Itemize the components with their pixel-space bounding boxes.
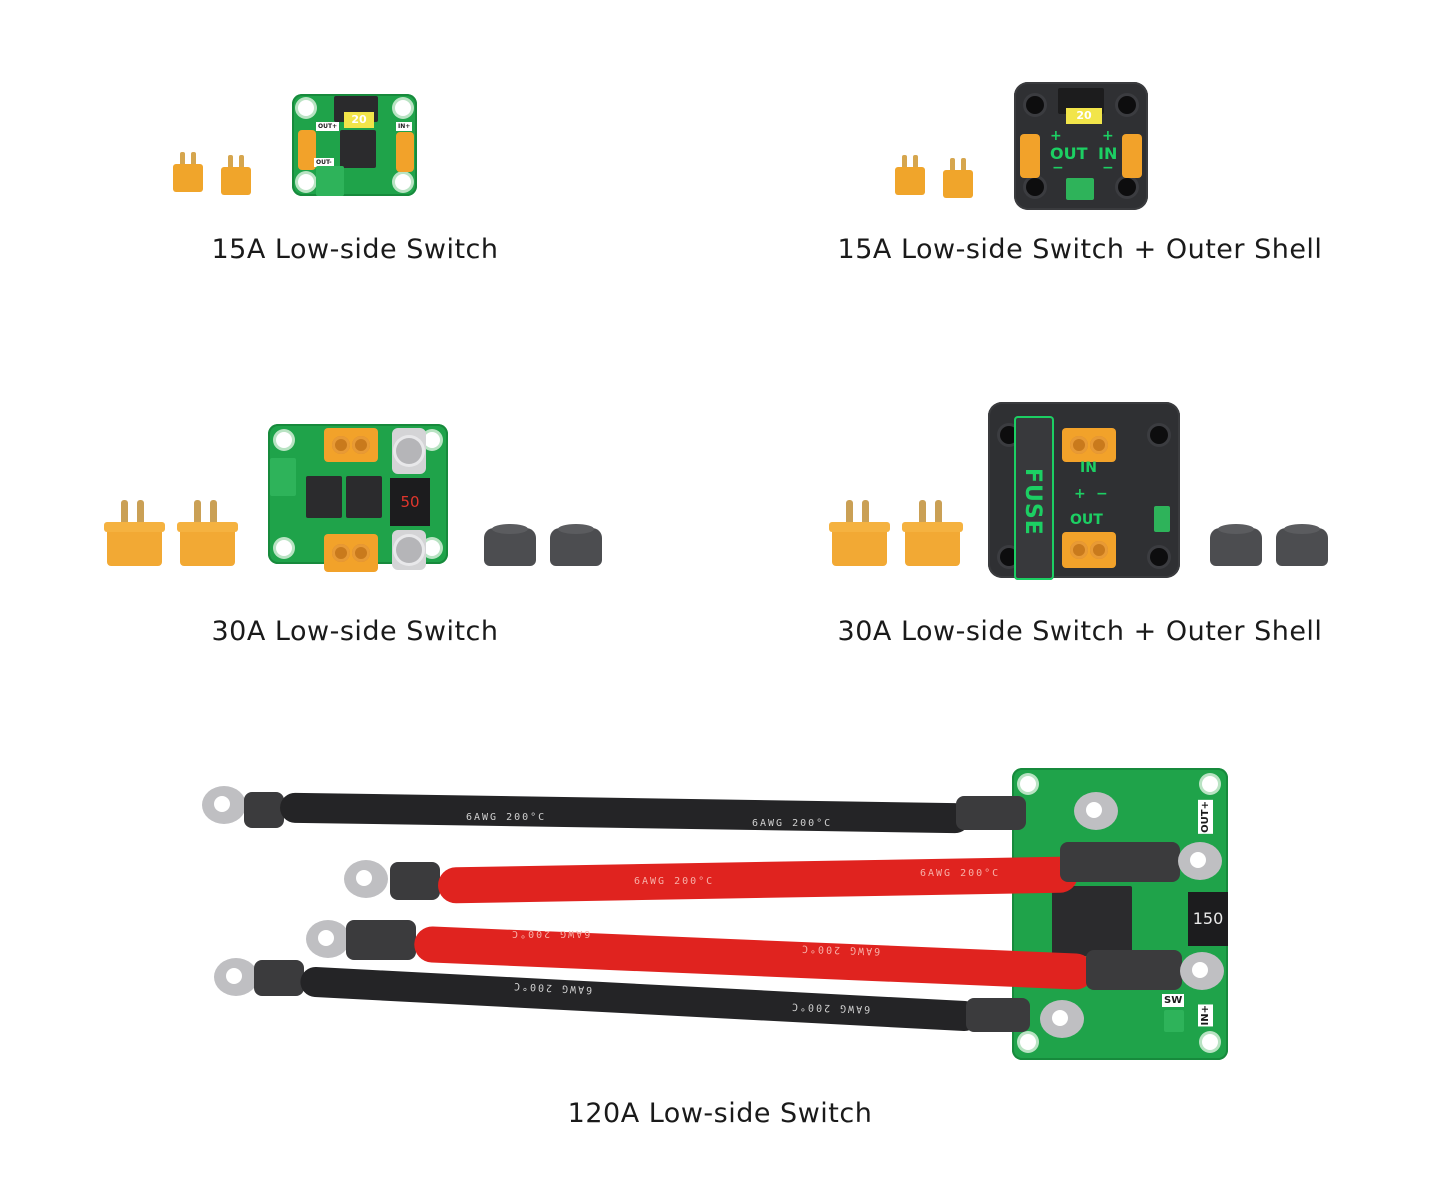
label-out-minus: OUT- bbox=[314, 158, 334, 167]
caption-30a-shell: 30A Low-side Switch + Outer Shell bbox=[837, 616, 1323, 647]
ring-lug bbox=[306, 920, 350, 958]
connector-cover bbox=[1276, 524, 1328, 566]
caption-15a-shell: 15A Low-side Switch + Outer Shell bbox=[837, 234, 1323, 265]
minus-sign: − bbox=[1102, 160, 1114, 176]
label-out-plus: OUT+ bbox=[316, 122, 340, 131]
xt30-port-in bbox=[396, 132, 414, 172]
xt30-connector bbox=[895, 155, 925, 195]
xt60-connector bbox=[104, 500, 165, 566]
xt60-port-in bbox=[1062, 428, 1116, 462]
xt30-port-out bbox=[1020, 134, 1040, 178]
screw-terminal bbox=[1066, 178, 1094, 200]
ring-lug bbox=[344, 860, 388, 898]
plus-sign: + bbox=[1102, 128, 1114, 144]
plus-sign: + bbox=[1050, 128, 1062, 144]
xt30-connector bbox=[173, 152, 203, 192]
minus-sign: − bbox=[1052, 160, 1064, 176]
label-in: IN bbox=[1098, 144, 1118, 163]
caption-15a: 15A Low-side Switch bbox=[211, 234, 499, 265]
label-in: IN bbox=[1080, 460, 1097, 476]
label-sw: SW bbox=[1162, 994, 1185, 1007]
ring-lug bbox=[214, 958, 258, 996]
outer-shell: 20 + + OUT IN − − bbox=[1014, 82, 1148, 210]
fuse: 150 bbox=[1188, 892, 1228, 946]
label-out: OUT bbox=[1070, 512, 1103, 528]
screw-terminal bbox=[1154, 506, 1170, 532]
screw-terminal bbox=[316, 166, 344, 196]
cable-label: 6AWG 200°C bbox=[920, 868, 1001, 879]
xt60-port bbox=[324, 534, 378, 572]
screw-terminal bbox=[1164, 1010, 1184, 1032]
caption-30a: 30A Low-side Switch bbox=[211, 616, 499, 647]
pcb-board: 50 bbox=[268, 424, 448, 572]
connector-cover bbox=[550, 524, 602, 566]
cable-label: 6AWG 200°C bbox=[752, 818, 833, 829]
xt30-port-out bbox=[298, 130, 316, 170]
ring-lug bbox=[1040, 1000, 1084, 1038]
ring-lug bbox=[1178, 842, 1222, 880]
label-fuse: FUSE bbox=[1020, 468, 1045, 536]
xt60-connector bbox=[829, 500, 890, 566]
ring-lug bbox=[1074, 792, 1118, 830]
xt60-port bbox=[324, 428, 378, 462]
cable-black bbox=[279, 792, 971, 834]
cable-label: 6AWG 200°C bbox=[634, 876, 715, 887]
connector-cover bbox=[484, 524, 536, 566]
fuse: 20 bbox=[1066, 108, 1102, 124]
screw-terminal bbox=[270, 458, 296, 496]
cable-label: 6AWG 200°C bbox=[466, 812, 547, 823]
xt30-port-in bbox=[1122, 134, 1142, 178]
fuse-cover: FUSE bbox=[1014, 416, 1054, 580]
fuse: 20 bbox=[344, 112, 374, 128]
label-out: OUT bbox=[1050, 144, 1088, 163]
label-in-plus: IN+ bbox=[396, 122, 413, 131]
label-out-plus: OUT+ bbox=[1198, 800, 1213, 834]
xt60-connector bbox=[902, 500, 963, 566]
xt30-connector bbox=[943, 158, 973, 198]
xt60-port-out bbox=[1062, 532, 1116, 568]
cable-label: 6AWG 200°C bbox=[510, 928, 591, 939]
xt60-connector bbox=[177, 500, 238, 566]
ring-lug bbox=[202, 786, 246, 824]
minus-sign: − bbox=[1096, 486, 1108, 502]
fuse: 50 bbox=[390, 478, 430, 526]
ring-lug bbox=[1180, 952, 1224, 990]
pcb-board: 20 OUT+ OUT- IN+ bbox=[292, 94, 417, 196]
xt30-connector bbox=[221, 155, 251, 195]
cable-red bbox=[437, 856, 1079, 904]
label-in-plus: IN+ bbox=[1198, 1004, 1213, 1027]
plus-sign: + bbox=[1074, 486, 1086, 502]
outer-shell: FUSE IN + − OUT bbox=[988, 402, 1180, 580]
connector-cover bbox=[1210, 524, 1262, 566]
caption-120a: 120A Low-side Switch bbox=[567, 1098, 873, 1129]
